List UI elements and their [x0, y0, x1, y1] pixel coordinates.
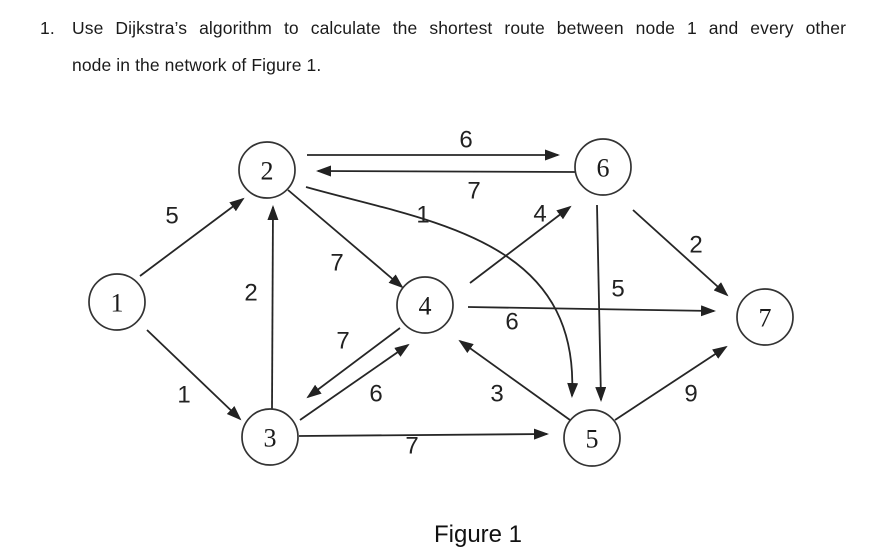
problem-number: 1. — [40, 18, 55, 38]
edge-4-3 — [306, 327, 401, 399]
edge-1-2 — [139, 197, 245, 277]
edge-3-5 — [298, 428, 549, 440]
edge-weight-2-4: 7 — [330, 250, 343, 277]
edge-weight-2-5: 1 — [416, 202, 429, 229]
problem-text-line-2: node in the network of Figure 1. — [72, 55, 322, 75]
edge-5-7 — [614, 345, 728, 421]
node-6 — [574, 138, 632, 196]
node-label-7: 7 — [759, 304, 772, 333]
edge-weight-1-3: 1 — [177, 382, 190, 409]
edge-weight-6-5: 5 — [611, 276, 624, 303]
edge-6-5 — [595, 204, 607, 402]
node-label-3: 3 — [264, 424, 277, 453]
edge-weight-3-5: 7 — [405, 433, 418, 460]
figure-caption: Figure 1 — [433, 521, 523, 548]
problem-text-line-1: Use Dijkstra’s algorithm to calculate th… — [72, 18, 846, 38]
edge-weight-1-2: 5 — [165, 203, 178, 230]
edge-5-4 — [458, 339, 571, 421]
node-label-6: 6 — [597, 154, 610, 183]
edge-2-4 — [287, 189, 404, 289]
edge-weight-6-7: 2 — [689, 232, 702, 259]
node-label-5: 5 — [586, 425, 599, 454]
edge-6-2 — [316, 165, 577, 177]
edge-4-6 — [469, 205, 572, 284]
node-5 — [563, 409, 621, 467]
edge-3-4 — [299, 343, 410, 421]
edge-6-7 — [632, 209, 729, 297]
node-label-2: 2 — [261, 157, 274, 186]
edge-weight-3-2: 2 — [244, 280, 257, 307]
edge-4-7 — [467, 305, 716, 317]
edge-weight-3-4: 6 — [369, 381, 382, 408]
problem-statement: 1. Use Dijkstra’s algorithm to calculate… — [40, 10, 846, 84]
edge-weight-4-7: 6 — [505, 309, 518, 336]
edge-2-5 — [305, 186, 579, 398]
edge-weight-5-4: 3 — [490, 381, 503, 408]
node-label-1: 1 — [111, 289, 124, 318]
edge-3-2 — [267, 205, 279, 411]
node-2 — [238, 141, 296, 199]
edge-weight-2-6: 6 — [459, 127, 472, 154]
edge-weight-4-6: 4 — [533, 201, 546, 228]
node-1 — [88, 273, 146, 331]
node-label-4: 4 — [419, 292, 432, 321]
node-7 — [736, 288, 794, 346]
edge-weight-6-2: 7 — [467, 178, 480, 205]
edge-weight-5-7: 9 — [684, 381, 697, 408]
node-3 — [241, 408, 299, 466]
node-4 — [396, 276, 454, 334]
problem-text: Use Dijkstra’s algorithm to calculate th… — [72, 10, 846, 84]
edge-1-3 — [146, 329, 242, 421]
edge-weight-4-3: 7 — [336, 328, 349, 355]
